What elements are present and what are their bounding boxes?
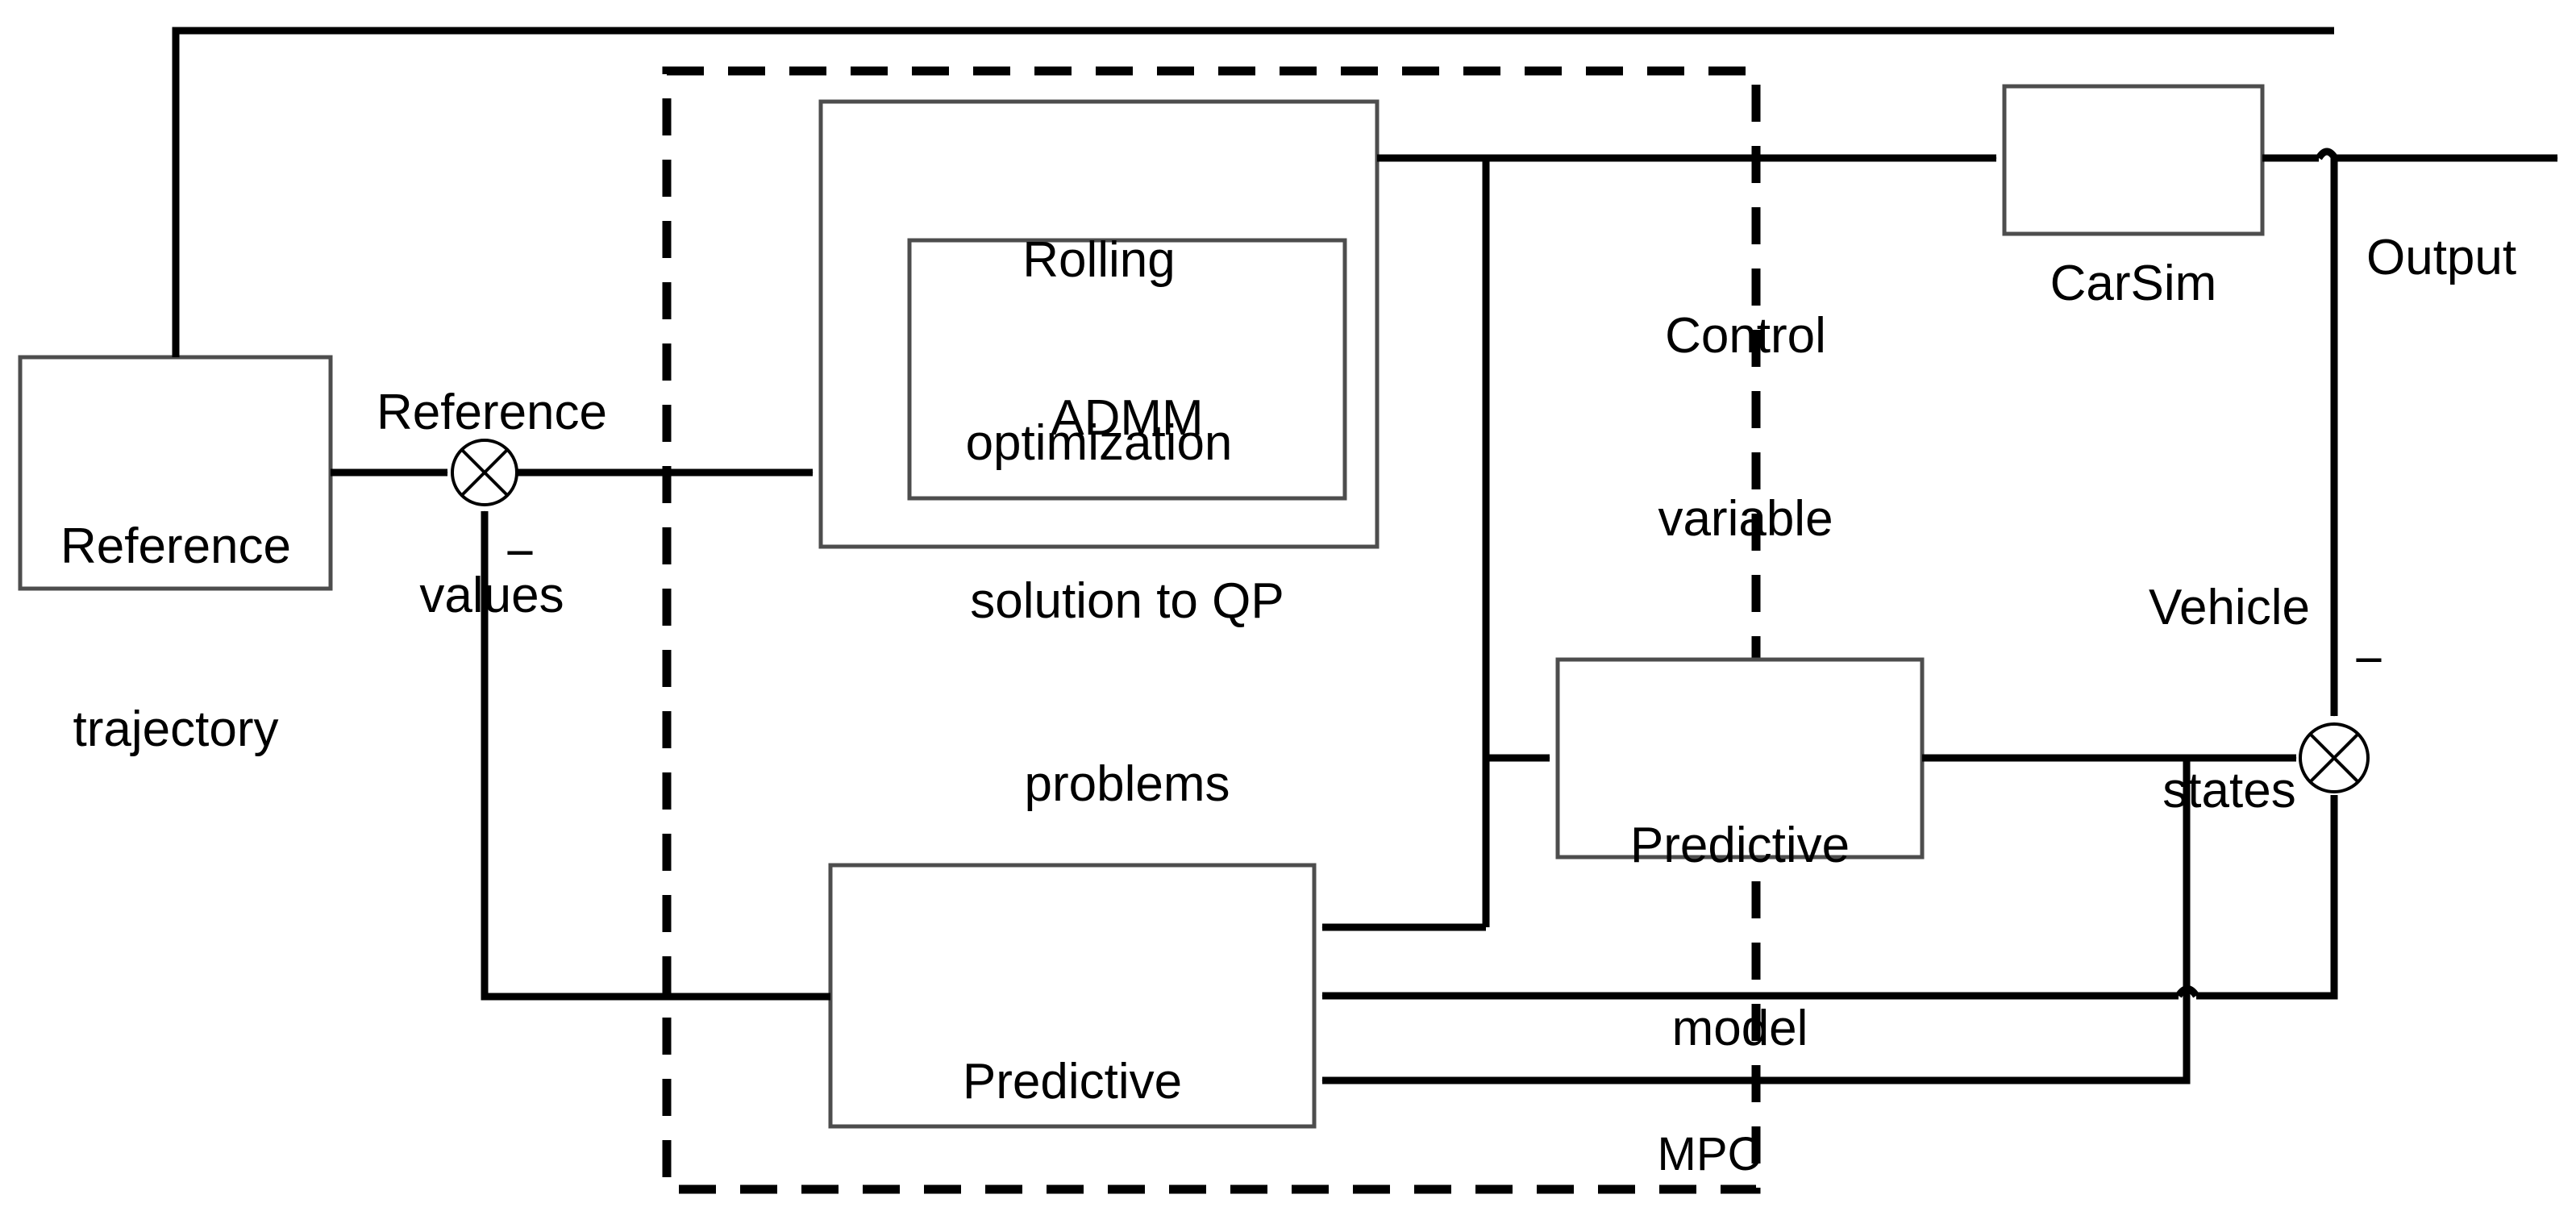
right-sum-minus-sign: − <box>2353 631 2384 689</box>
wire-sum-error-to-predictive-output <box>2196 795 2338 1000</box>
admm-solver-block-label: ADMM solution to QP problems <box>901 266 1353 937</box>
predictive-model-block-outline[interactable] <box>1555 657 1925 860</box>
reference-values-line-2: values <box>419 568 564 624</box>
predictive-output-block-outline[interactable] <box>828 863 1317 1129</box>
predictive-model-line-2: model <box>1671 1001 1808 1057</box>
vehicle-states-line-1: Vehicle <box>2149 580 2310 636</box>
output-signal-label: Output <box>2366 106 2576 410</box>
wire-output-to-reference-trajectory <box>172 27 2334 357</box>
predictive-output-block-label: Predictive output <box>839 930 1306 1228</box>
admm-solver-line-3: problems <box>1024 756 1230 812</box>
mpc-group-label: MPC <box>1657 1128 1762 1180</box>
admm-solver-block-outline[interactable] <box>907 238 1347 501</box>
reference-trajectory-line-2: trajectory <box>73 701 279 758</box>
carsim-block-label: CarSim <box>2000 131 2266 436</box>
control-variable-signal-label: Control variable <box>1552 184 1939 672</box>
vehicle-states-line-2: states <box>2162 763 2296 819</box>
left-summing-junction[interactable] <box>451 439 518 506</box>
reference-values-signal-label: Reference values <box>298 260 685 748</box>
reference-values-line-1: Reference <box>376 385 608 441</box>
reference-trajectory-block-label: Reference trajectory <box>15 394 337 882</box>
wire-crossing-hop <box>2175 985 2199 998</box>
admm-solver-line-2: solution to QP <box>970 573 1284 630</box>
rolling-optimization-line-2: optimization <box>965 415 1233 472</box>
carsim-line-1: CarSim <box>2050 256 2217 312</box>
predictive-model-block-label: Predictive model <box>1559 693 1921 1181</box>
rolling-optimization-line-1: Rolling <box>1022 232 1176 289</box>
wire-output-hop <box>2316 148 2338 160</box>
reference-trajectory-line-1: Reference <box>60 518 292 575</box>
wire-predictive-model-branch-to-predictive-output <box>1321 758 2191 1084</box>
predictive-model-line-1: Predictive <box>1629 818 1850 874</box>
control-variable-line-1: Control <box>1665 308 1826 364</box>
vehicle-states-signal-label: Vehicle states <box>2056 456 2403 943</box>
control-variable-line-2: variable <box>1658 491 1833 547</box>
right-summing-junction[interactable] <box>2299 722 2370 793</box>
predictive-output-line-1: Predictive <box>962 1054 1183 1110</box>
admm-solver-line-1: ADMM <box>1051 390 1204 447</box>
reference-trajectory-block-outline[interactable] <box>18 355 333 591</box>
rolling-optimization-block-label: Rolling optimization <box>833 108 1365 596</box>
wire-predictive-output-to-sum <box>481 510 830 1001</box>
output-line-1: Output <box>2366 230 2517 286</box>
left-sum-minus-sign: − <box>505 523 535 581</box>
